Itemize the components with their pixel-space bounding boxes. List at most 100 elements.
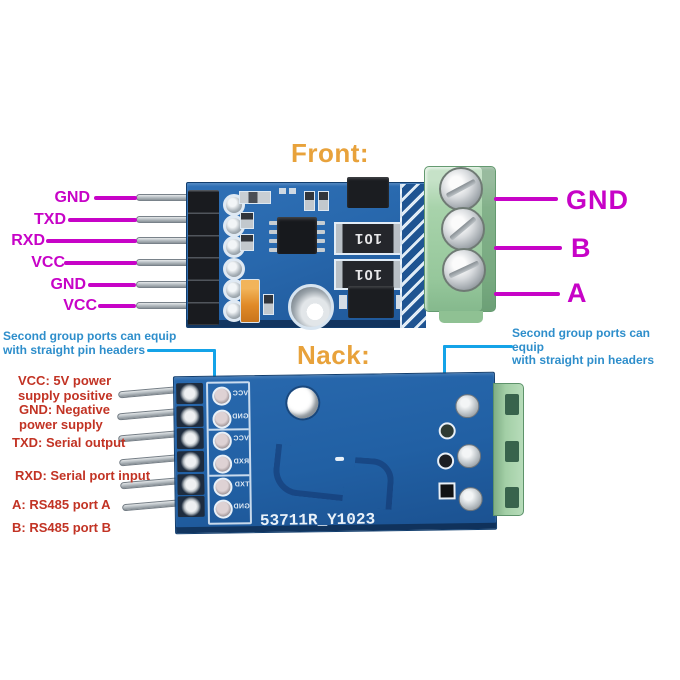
resistor — [263, 294, 274, 315]
legend-item: RXD: Serial port input — [15, 468, 151, 483]
solder-joint — [177, 495, 205, 518]
back-title: Nack: — [297, 340, 371, 370]
resistor — [240, 234, 254, 251]
pin-label: VCC — [31, 254, 65, 271]
ic-leg — [316, 230, 325, 234]
ic-leg — [269, 221, 278, 225]
pin-leader-line — [98, 304, 136, 308]
transistor — [348, 286, 394, 318]
legend-item: B: RS485 port B — [12, 520, 111, 535]
ic-leg — [269, 248, 278, 252]
ic-leg — [269, 239, 278, 243]
header-pin — [136, 237, 193, 244]
mounting-hole — [287, 387, 319, 419]
silk-dash — [335, 456, 345, 461]
terminal-slot — [505, 487, 519, 508]
header-pin — [136, 259, 193, 266]
terminal-screw — [439, 167, 483, 211]
terminal-slot — [505, 394, 519, 415]
pin-label: GND — [50, 276, 86, 293]
pin-label: VCC — [63, 297, 97, 314]
divider — [209, 474, 250, 477]
solder-pad — [339, 295, 347, 309]
pin-silk-label: GND — [233, 503, 250, 511]
pin-label: RXD — [11, 232, 45, 249]
back-pcb: VCC GND VCC RXD TXD GND 53711R_Y1023 — [172, 371, 498, 535]
pin-leader-line — [46, 239, 137, 243]
terminal-leader-line — [494, 197, 558, 201]
note-leader-line — [443, 345, 513, 348]
note-right: Second group ports can equip with straig… — [512, 326, 655, 367]
pin-label: GND — [54, 189, 90, 206]
pin-leader-line — [94, 196, 137, 200]
ic-leg — [269, 230, 278, 234]
solder-joint — [458, 486, 483, 512]
note-left: Second group ports can equip with straig… — [3, 329, 177, 357]
note-leader-line — [213, 349, 216, 382]
ic-chip — [277, 217, 317, 254]
header-pin — [136, 194, 193, 201]
header-pin — [136, 216, 193, 223]
header-pin — [136, 281, 193, 288]
terminal-block-back — [493, 383, 524, 516]
header-pin — [136, 302, 193, 309]
front-title: Front: — [291, 138, 370, 168]
solder-joint — [176, 450, 205, 473]
pin-leader-line — [68, 218, 137, 222]
terminal-foot — [439, 311, 483, 323]
transistor — [347, 177, 389, 208]
legend-item: A: RS485 port A — [12, 497, 111, 512]
pin-silk-label: GND — [231, 413, 249, 421]
copper-trace — [270, 443, 348, 502]
pin-hole — [437, 452, 455, 470]
header-pin — [116, 408, 181, 420]
terminal-block — [424, 166, 496, 323]
pin-leader-line — [88, 283, 136, 287]
solder-joint — [177, 473, 205, 496]
screw-slot — [448, 260, 480, 279]
solder-joint — [176, 405, 204, 428]
pin-label-box: VCC GND VCC RXD TXD GND — [205, 381, 252, 525]
pin-silk-label: VCC — [232, 390, 249, 398]
terminal-label: A — [567, 278, 588, 308]
front-pcb: 101 101 — [186, 177, 426, 330]
through-hole — [223, 258, 245, 280]
terminal-slot — [505, 441, 519, 462]
screw-slot — [445, 178, 477, 199]
ic-leg — [316, 248, 325, 252]
pin-leader-line — [64, 261, 137, 265]
capacitor-marking: 101 — [353, 266, 383, 283]
capacitor-marking: 101 — [353, 230, 383, 247]
terminal-leader-line — [494, 292, 560, 296]
legend-item: GND: Negative power supply — [19, 402, 111, 432]
silkscreen-hatch — [400, 184, 426, 328]
capacitor-101: 101 — [334, 222, 402, 255]
header-pin — [117, 430, 182, 442]
copper-trace — [351, 457, 396, 510]
legend-item: VCC: 5V power supply positive — [18, 373, 113, 403]
legend-item: TXD: Serial output — [12, 435, 126, 450]
diode — [318, 191, 329, 211]
pin-silk-label: TXD — [234, 481, 250, 489]
ic-leg — [316, 239, 325, 243]
pin-label: TXD — [34, 211, 66, 228]
tantalum-capacitor — [240, 279, 260, 323]
header-pin — [118, 454, 182, 466]
pin-header-block — [188, 190, 219, 325]
solder-joint — [455, 393, 480, 419]
solder-joint — [176, 382, 204, 405]
divider — [208, 428, 249, 431]
pin-hole — [438, 422, 456, 440]
header-pin — [117, 386, 181, 398]
terminal-label: GND — [566, 185, 629, 215]
pin-silk-label: RXD — [233, 458, 250, 466]
solder-joint — [456, 443, 482, 469]
pin-silk-label: VCC — [233, 435, 249, 443]
solder-joint — [176, 427, 204, 450]
terminal-label: B — [571, 233, 592, 263]
screw-slot — [449, 216, 477, 241]
diode — [304, 191, 315, 211]
silkscreen-text: 53711R_Y1023 — [259, 510, 376, 531]
solder-pad — [279, 188, 286, 194]
